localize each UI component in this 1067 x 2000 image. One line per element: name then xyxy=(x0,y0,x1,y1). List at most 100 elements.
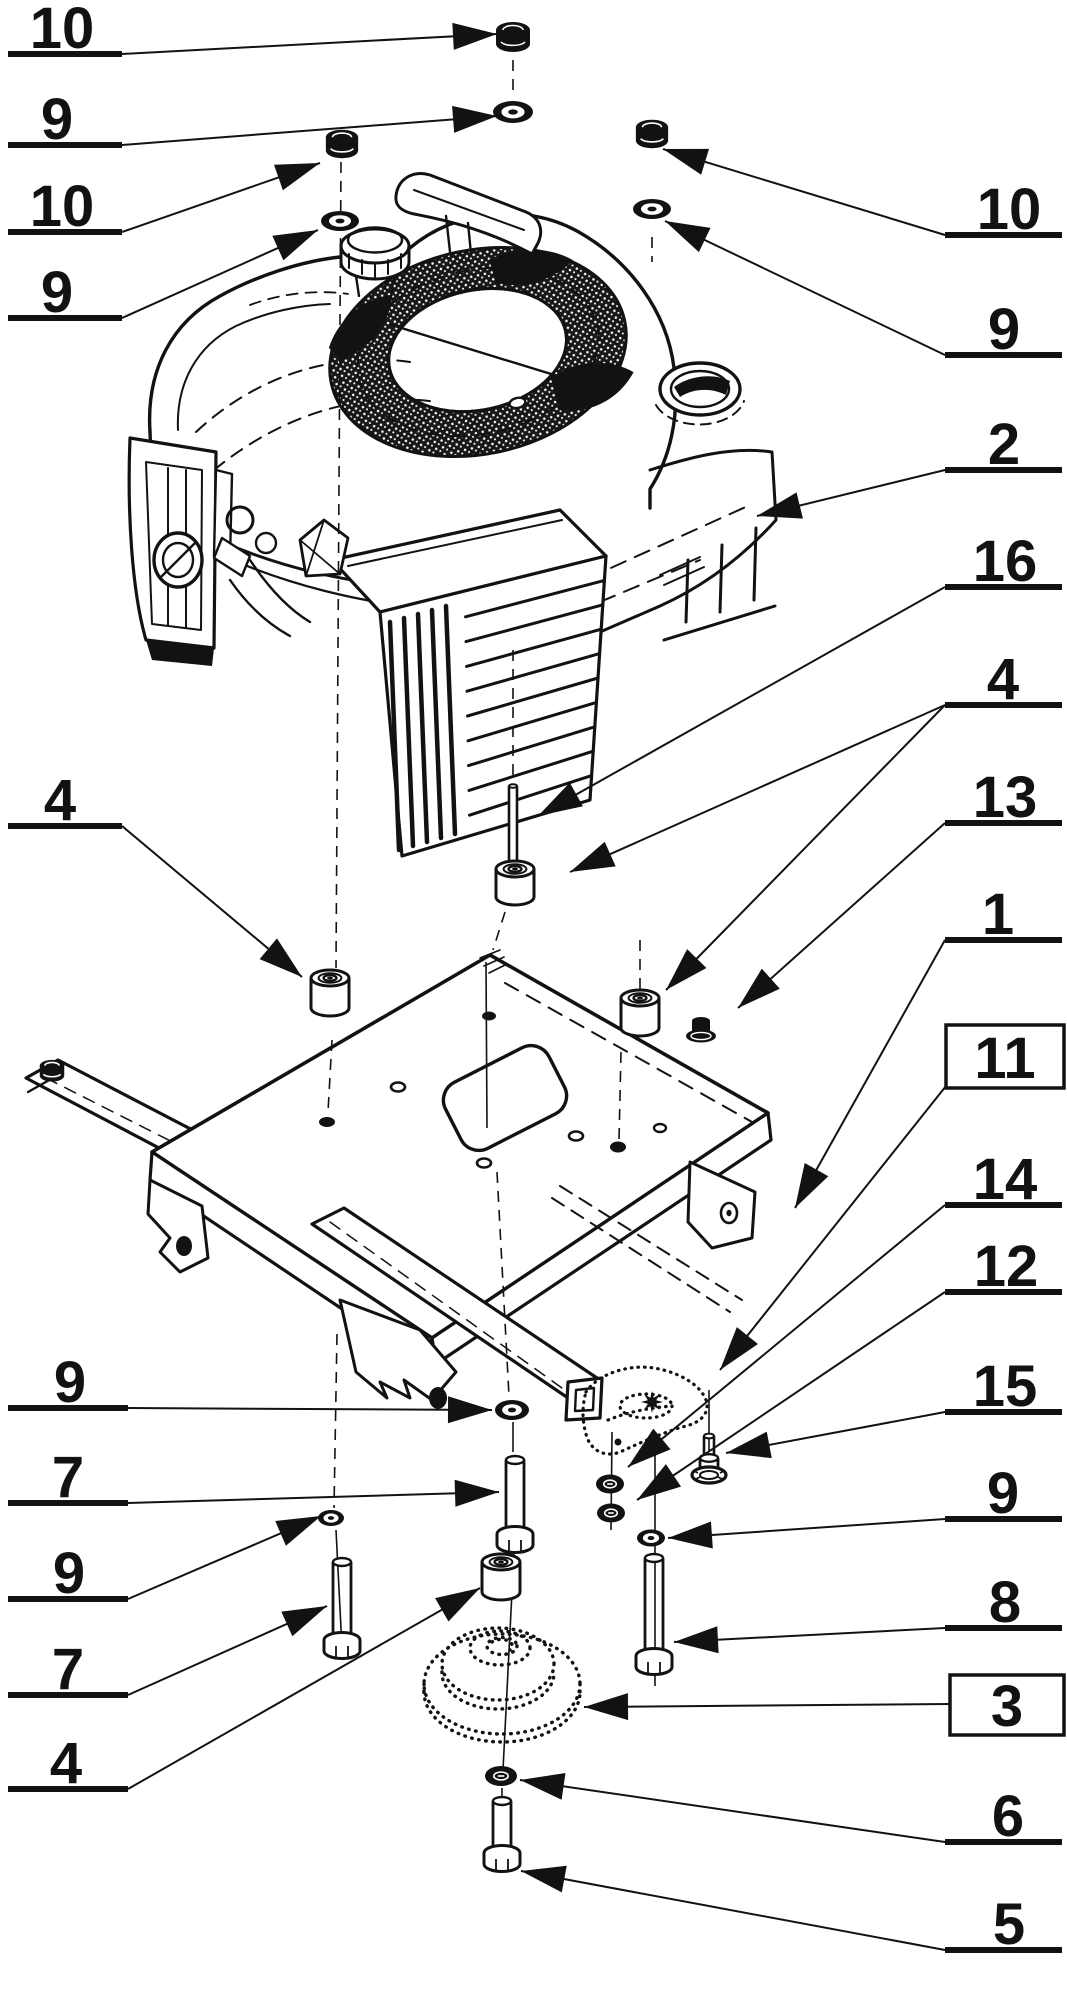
washer-9-center-top xyxy=(493,101,533,123)
spacer-4-right xyxy=(619,988,661,1038)
carburetor xyxy=(212,505,312,638)
part-number: 16 xyxy=(973,529,1038,594)
bolt-5 xyxy=(482,1795,522,1873)
part-number: 15 xyxy=(973,1354,1038,1419)
shoulder-screw-15 xyxy=(690,1432,728,1485)
callout-9: 9 xyxy=(667,1461,1062,1549)
stud-16 xyxy=(507,783,519,871)
callout-8: 8 xyxy=(673,1570,1062,1654)
carry-handle xyxy=(394,172,543,256)
washer-6 xyxy=(485,1766,517,1786)
part-number: 3 xyxy=(991,1674,1023,1739)
callout-16: 16 xyxy=(537,529,1062,817)
leader-line xyxy=(121,115,498,146)
callout-9: 9 xyxy=(8,229,319,325)
part-number: 9 xyxy=(54,1350,86,1415)
spacer-4-center xyxy=(494,859,536,907)
leader-arrowhead xyxy=(720,1327,758,1370)
leader-line xyxy=(121,33,498,55)
hex-nut-10-left xyxy=(325,129,359,159)
callout-3: 3 xyxy=(583,1673,1066,1739)
leader-line xyxy=(127,1491,500,1504)
part-number: 9 xyxy=(988,297,1020,362)
leader-arrowhead xyxy=(452,22,497,50)
hex-nut-10-right xyxy=(635,119,669,149)
leader-line xyxy=(719,1085,947,1371)
washer-9-right-top xyxy=(633,199,671,219)
callout-5: 5 xyxy=(520,1865,1062,1957)
side-bracket xyxy=(127,436,234,666)
leader-line xyxy=(737,822,946,1009)
leader-arrowhead xyxy=(520,1772,566,1800)
leader-line xyxy=(636,1291,946,1501)
axis-line xyxy=(618,1051,622,1141)
callout-6: 6 xyxy=(519,1772,1062,1849)
leader-arrowhead xyxy=(674,1626,719,1654)
leader-line xyxy=(537,586,946,817)
belt-guard-11 xyxy=(581,1365,709,1456)
callout-4: 4 xyxy=(8,1587,481,1796)
leader-arrowhead xyxy=(628,1428,671,1467)
leader-arrowhead xyxy=(726,1431,772,1459)
axis-line xyxy=(333,1333,338,1509)
engine xyxy=(127,172,778,858)
callout-box xyxy=(944,1023,1066,1090)
callout-11: 11 xyxy=(719,1023,1066,1371)
callout-4: 4 xyxy=(8,768,303,978)
leader-line xyxy=(519,1779,946,1843)
leader-line xyxy=(583,1703,951,1708)
washer-9-lower-right xyxy=(637,1529,665,1547)
leader-arrowhead xyxy=(663,148,710,175)
axis-line xyxy=(335,1529,343,1649)
leader-arrowhead xyxy=(272,230,318,261)
callout-1: 1 xyxy=(794,882,1062,1209)
leader-line xyxy=(667,1518,946,1539)
leader-arrowhead xyxy=(538,782,583,816)
callout-10: 10 xyxy=(8,0,498,61)
part-number: 10 xyxy=(30,0,95,61)
leader-line xyxy=(127,1587,481,1790)
part-number: 4 xyxy=(50,1731,82,1796)
part-number: 10 xyxy=(30,174,95,239)
leader-arrowhead xyxy=(281,1606,327,1637)
callout-9: 9 xyxy=(8,1350,493,1424)
leader-line xyxy=(569,704,946,873)
nut-12 xyxy=(597,1503,625,1523)
leader-arrowhead xyxy=(668,1521,713,1549)
washer-9-lower-left xyxy=(318,1510,344,1526)
part-number: 11 xyxy=(974,1026,1035,1091)
callout-12: 12 xyxy=(636,1234,1062,1501)
engine-plate xyxy=(146,949,773,1409)
leader-arrowhead xyxy=(435,1588,480,1622)
leader-line xyxy=(673,1627,946,1643)
leader-arrowhead xyxy=(795,1163,829,1208)
axis-line xyxy=(335,161,342,969)
part-number: 4 xyxy=(987,647,1019,712)
part-number: 1 xyxy=(982,882,1014,947)
leader-line xyxy=(665,704,946,991)
leader-arrowhead xyxy=(275,1516,321,1546)
part-number: 12 xyxy=(974,1234,1039,1299)
callout-2: 2 xyxy=(756,412,1062,519)
part-number: 9 xyxy=(41,87,73,152)
part-number: 8 xyxy=(989,1570,1021,1635)
part-number: 2 xyxy=(988,412,1020,477)
leader-arrowhead xyxy=(637,1464,682,1500)
callout-10: 10 xyxy=(8,162,321,239)
part-number: 4 xyxy=(44,768,76,833)
part-number: 9 xyxy=(987,1461,1019,1526)
hex-nut-10-center xyxy=(496,22,530,52)
spacer-4-bottom xyxy=(480,1552,522,1602)
part-number: 7 xyxy=(52,1445,84,1510)
leader-line xyxy=(794,939,946,1209)
washer-9-mid xyxy=(495,1400,529,1420)
leader-line xyxy=(662,148,946,236)
part-number: 9 xyxy=(41,260,73,325)
part-number: 9 xyxy=(53,1541,85,1606)
leader-line xyxy=(627,1204,946,1468)
callout-10: 10 xyxy=(662,148,1062,242)
callout-9: 9 xyxy=(8,1515,322,1606)
bolt-7-center xyxy=(495,1454,535,1554)
